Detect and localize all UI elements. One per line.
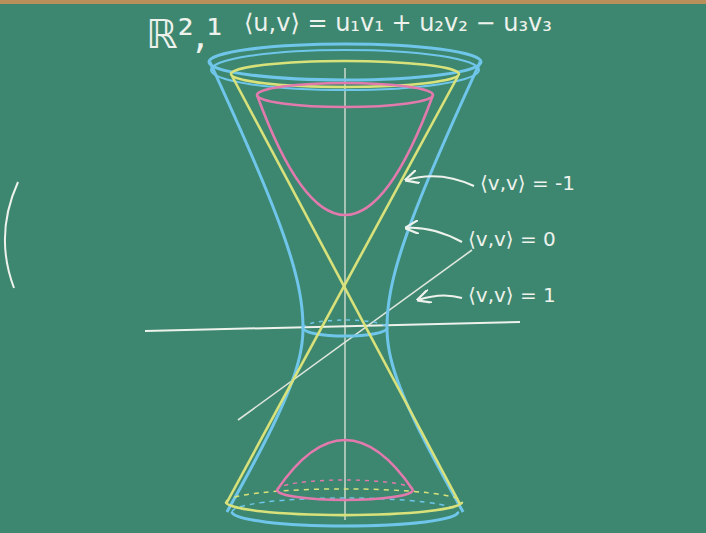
level-set-label: ⟨v,v⟩ = -1: [480, 172, 575, 194]
level-set-label: ⟨v,v⟩ = 0: [468, 228, 556, 250]
board-frame: [0, 0, 706, 4]
sheet-rim: [277, 480, 413, 490]
cone-rim: [226, 489, 462, 502]
upper-sheet: [257, 95, 433, 215]
space-name: ℝ²,¹: [146, 12, 222, 56]
cone-rim: [226, 502, 462, 515]
leader-line: [406, 176, 474, 186]
hyperboloid-waist: [303, 328, 387, 336]
leader-line: [418, 295, 462, 300]
level-set-label: ⟨v,v⟩ = 1: [468, 284, 556, 306]
sheet-rim: [257, 83, 433, 107]
chalk-arc: [5, 182, 18, 288]
depth-axis: [238, 250, 472, 420]
inner-product-formula: ⟨u,v⟩ = u₁v₁ + u₂v₂ − u₃v₃: [244, 10, 552, 36]
lower-sheet: [277, 440, 413, 490]
leader-line: [406, 228, 462, 242]
two-sheet-hyperboloid: [257, 83, 433, 500]
vertical-axis: [344, 68, 345, 520]
one-sheet-hyperboloid: [209, 44, 481, 526]
light-cone: [226, 61, 462, 515]
sheet-rim: [277, 490, 413, 500]
hyperboloid-side: [387, 62, 480, 512]
hyperboloid-waist: [303, 320, 387, 328]
cone-line: [232, 76, 460, 504]
leader-arrows: [406, 176, 474, 300]
hyperboloid-side: [210, 62, 303, 512]
horizontal-axis: [145, 322, 520, 331]
cone-line: [226, 76, 458, 504]
